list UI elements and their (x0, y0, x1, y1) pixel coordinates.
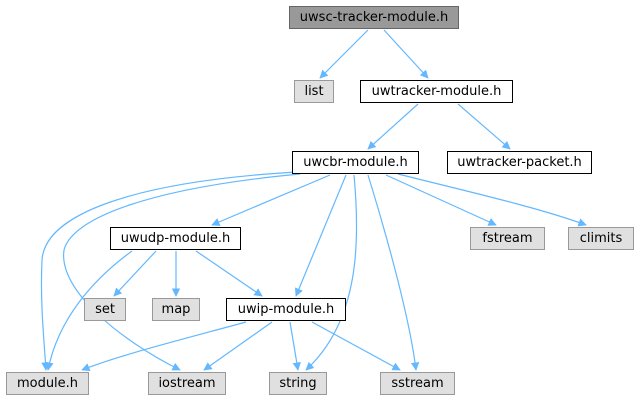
edge-uwcbr-module-to-iostream (63, 173, 301, 371)
edge-root-to-list (319, 29, 369, 79)
edge-root-to-uwtracker-module (383, 29, 429, 79)
node-module-h[interactable]: module.h (6, 372, 89, 395)
node-uwsc-tracker-module-h[interactable]: uwsc-tracker-module.h (289, 6, 459, 29)
edge-uwip-module-to-sstream (311, 321, 401, 371)
node-list[interactable]: list (294, 80, 334, 103)
node-map[interactable]: map (152, 298, 200, 321)
edge-uwip-module-to-string (289, 321, 301, 371)
edge-uwtracker-module-to-uwtracker-packet (457, 103, 511, 150)
edge-uwcbr-module-to-uwip-module (295, 174, 347, 297)
node-fstream[interactable]: fstream (470, 227, 545, 250)
edge-uwcbr-module-to-string (305, 174, 358, 371)
node-uwtracker-module-h[interactable]: uwtracker-module.h (360, 80, 513, 103)
edge-uwcbr-module-to-module-h (40, 171, 297, 371)
node-climits[interactable]: climits (568, 227, 634, 250)
edge-uwcbr-module-to-climits (397, 173, 587, 227)
node-uwip-module-h[interactable]: uwip-module.h (226, 298, 346, 321)
edge-uwudp-module-to-set (113, 250, 157, 297)
edge-uwcbr-module-to-uwudp-module (211, 174, 331, 226)
edge-uwcbr-module-to-fstream (385, 174, 497, 226)
node-uwcbr-module-h[interactable]: uwcbr-module.h (292, 151, 419, 174)
node-iostream[interactable]: iostream (148, 372, 226, 395)
edge-uwip-module-to-iostream (203, 321, 273, 371)
node-uwudp-module-h[interactable]: uwudp-module.h (110, 227, 241, 250)
edge-uwip-module-to-module-h (81, 321, 247, 372)
edge-uwtracker-module-to-uwcbr-module (367, 103, 419, 150)
node-string[interactable]: string (269, 372, 327, 395)
node-uwtracker-packet-h[interactable]: uwtracker-packet.h (447, 151, 592, 174)
node-set[interactable]: set (84, 298, 126, 321)
node-sstream[interactable]: sstream (380, 372, 455, 395)
edge-uwudp-module-to-uwip-module (195, 250, 263, 297)
edge-uwudp-module-to-module-h (45, 250, 133, 371)
edge-uwcbr-module-to-sstream (367, 174, 420, 371)
